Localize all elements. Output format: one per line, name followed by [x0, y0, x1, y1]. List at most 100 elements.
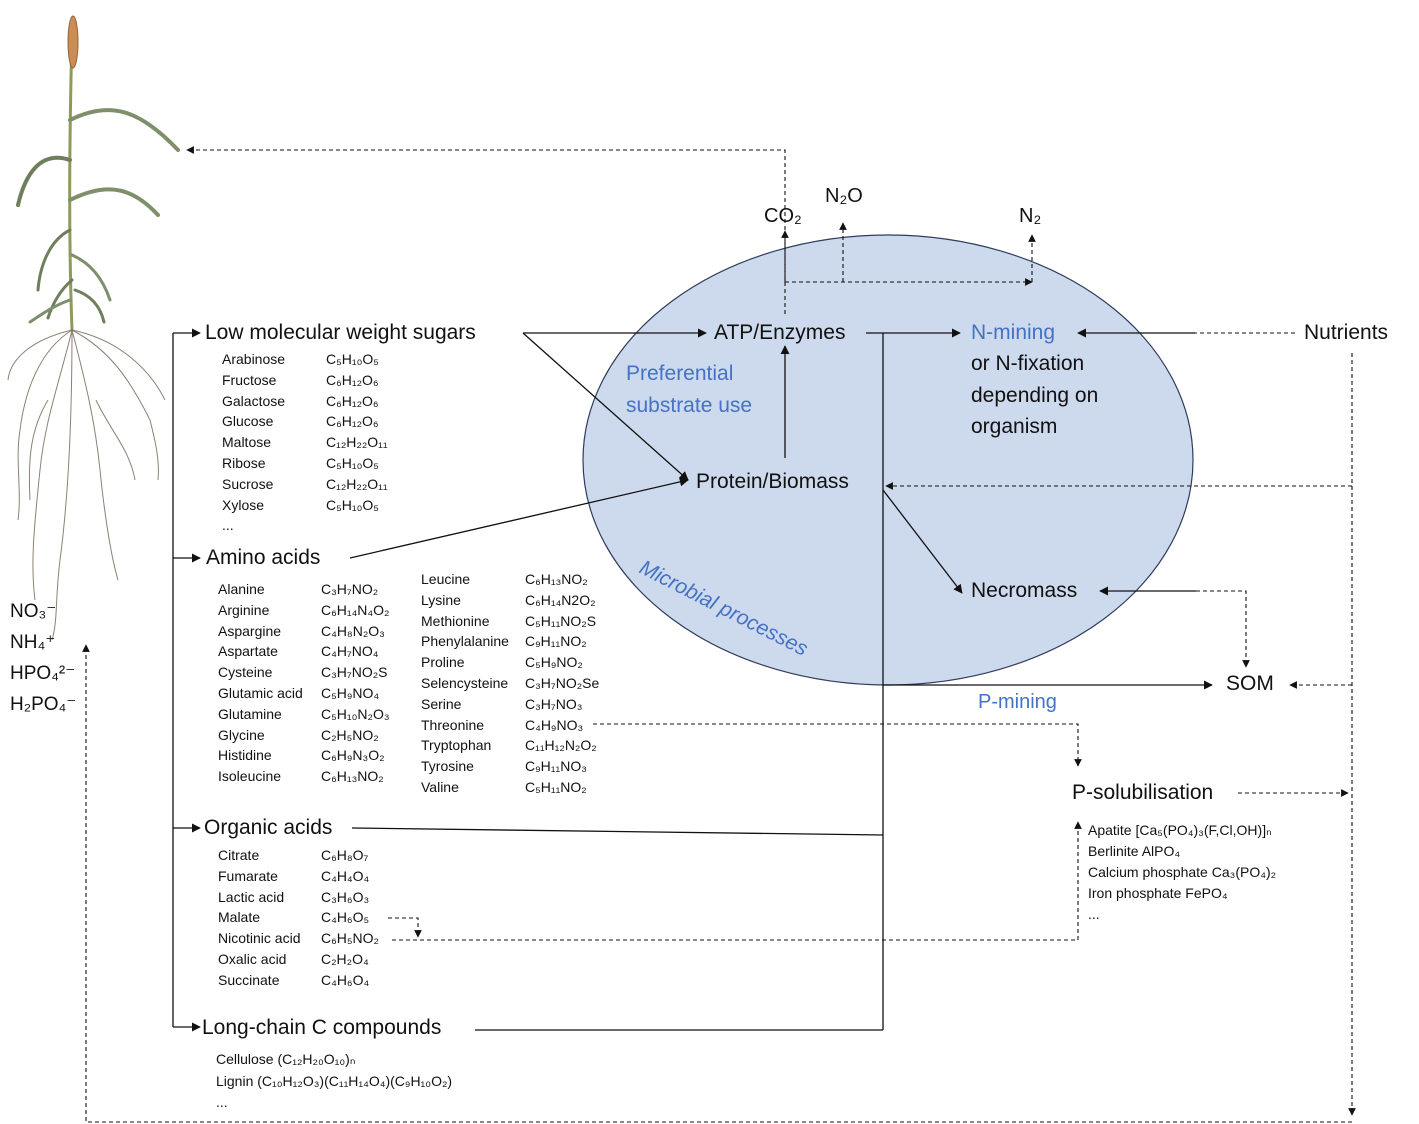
- phosphate-item: ...: [1088, 906, 1100, 922]
- atp-enzymes-node: ATP/Enzymes: [714, 321, 846, 344]
- som-node: SOM: [1226, 672, 1274, 695]
- organic-acid-item-formula: C₆H₈O₇: [321, 847, 369, 863]
- amino-acid-item-name: Alanine: [218, 581, 265, 597]
- sugar-item-name: Galactose: [222, 392, 286, 409]
- p-mining-label: P-mining: [978, 691, 1057, 713]
- organic-acid-item-name: Malate: [218, 909, 261, 926]
- solid-flow-arrows: [349, 328, 1213, 1031]
- long-chain-item: Lignin (C₁₀H₁₂O₃)(C₁₁H₁₄O₄)(C₉H₁₀O₂): [216, 1072, 453, 1089]
- long-chain-item: Cellulose (C₁₂H₂₀O₁₀)ₙ: [216, 1051, 356, 1067]
- sugar-item-formula: C₅H₁₀O₅: [326, 496, 379, 513]
- ion-nh4: NH₄⁺: [10, 632, 56, 653]
- n2o-label: N₂O: [825, 185, 863, 207]
- ion-h2po4: H₂PO₄⁻: [10, 694, 77, 715]
- phosphate-item: Berlinite AlPO₄: [1088, 843, 1181, 859]
- amino-acid-item-formula: C₅H₉NO₂: [525, 654, 583, 671]
- dashed-flow-arrows: [82, 146, 1356, 1123]
- lmw-sugars-label: Low molecular weight sugars: [205, 321, 476, 344]
- ion-no3: NO₃⁻: [10, 601, 57, 622]
- phosphate-item: Calcium phosphate Ca₃(PO₄)₂: [1088, 864, 1277, 880]
- amino-acid-item-name: Cysteine: [218, 664, 273, 681]
- amino-acid-item-name: Glutamic acid: [218, 685, 303, 701]
- amino-acid-item-formula: C₃H₇NO₃: [525, 695, 583, 712]
- amino-acid-item-formula: C₄H₇NO₄: [321, 643, 379, 660]
- sugar-item-formula: C₆H₁₂O₆: [326, 371, 379, 388]
- protein-biomass-node: Protein/Biomass: [696, 470, 849, 493]
- amino-acid-item-name: Valine: [421, 779, 459, 795]
- amino-acid-item-formula: C₁₁H₁₂N₂O₂: [525, 737, 597, 754]
- organic-acid-item-name: Nicotinic acid: [218, 930, 301, 947]
- amino-acid-item-formula: C₅H₁₀N₂O₃: [321, 705, 390, 722]
- phosphate-item: Iron phosphate FePO₄: [1088, 885, 1228, 901]
- organic-acid-item-formula: C₃H₆O₃: [321, 888, 370, 905]
- p-solubilisation-label: P-solubilisation: [1072, 781, 1214, 804]
- amino-acid-item-name: Leucine: [421, 571, 471, 587]
- amino-acid-item-formula: C₆H₁₄N₄O₂: [321, 601, 390, 618]
- amino-acid-item-name: Phenylalanine: [421, 633, 509, 650]
- amino-acid-item-formula: C₉H₁₁NO₃: [525, 758, 587, 775]
- amino-acid-item-name: Threonine: [421, 716, 485, 733]
- sugar-item-formula: C₁₂H₂₂O₁₁: [326, 475, 388, 492]
- organic-acid-item-formula: C₄H₆O₅: [321, 909, 370, 926]
- amino-acid-item-name: Arginine: [218, 601, 270, 618]
- amino-acid-item-name: Selencysteine: [421, 675, 509, 691]
- organic-acid-item-name: Oxalic acid: [218, 951, 287, 967]
- sugar-item-formula: C₅H₁₀O₅: [326, 351, 379, 367]
- amino-acid-item-formula: C₆H₁₃NO₂: [525, 571, 588, 587]
- n-mining-label: N-mining: [971, 321, 1056, 344]
- long-chain-label: Long-chain C compounds: [202, 1016, 442, 1039]
- amino-acid-item-name: Aspargine: [218, 622, 282, 639]
- sugar-item-name: Arabinose: [222, 351, 286, 367]
- organic-acid-item-formula: C₄H₄O₄: [321, 867, 370, 884]
- sugar-item-name: ...: [222, 517, 234, 534]
- nutrients-node: Nutrients: [1304, 321, 1389, 344]
- amino-acid-item-formula: C₆H₉N₃O₂: [321, 747, 385, 764]
- organic-acids-label: Organic acids: [204, 816, 333, 839]
- substrate-connectors: [172, 328, 201, 1032]
- sugar-item-formula: C₅H₁₀O₅: [326, 455, 379, 471]
- sugar-item-name: Xylose: [222, 496, 265, 513]
- amino-acid-item-formula: C₅H₁₁NO₂S: [525, 612, 597, 629]
- sugar-item-name: Ribose: [222, 455, 266, 471]
- amino-acid-item-formula: C₅H₉NO₄: [321, 685, 380, 701]
- amino-acid-item-name: Tryptophan: [421, 737, 492, 754]
- organic-acid-item-formula: C₄H₆O₄: [321, 971, 370, 988]
- amino-acid-item-name: Methionine: [421, 612, 490, 629]
- organic-acid-item-name: Lactic acid: [218, 888, 285, 905]
- amino-acid-item-formula: C₄H₉NO₃: [525, 716, 584, 733]
- amino-acids-label: Amino acids: [206, 546, 321, 569]
- sugar-item-name: Glucose: [222, 413, 274, 430]
- sugar-item-formula: C₆H₁₂O₆: [326, 413, 379, 430]
- sugar-item-formula: C₆H₁₂O₆: [326, 392, 379, 409]
- wheat-plant-icon: [16, 15, 180, 332]
- amino-acid-item-name: Lysine: [421, 591, 461, 608]
- phosphate-item: Apatite [Ca₅(PO₄)₃(F,Cl,OH)]ₙ: [1088, 822, 1272, 838]
- amino-acid-item-name: Glutamine: [218, 705, 282, 722]
- amino-acid-item-name: Isoleucine: [218, 768, 282, 785]
- n-fixation-line-1: or N-fixation: [971, 352, 1085, 375]
- organic-acid-item-formula: C₂H₂O₄: [321, 951, 369, 967]
- preferential-line-1: Preferential: [626, 362, 734, 385]
- ion-hpo4: HPO₄²⁻: [10, 663, 76, 684]
- organic-acid-item-name: Succinate: [218, 971, 280, 988]
- amino-acid-item-formula: C₆H₁₃NO₂: [321, 768, 384, 785]
- amino-acid-item-formula: C₅H₁₁NO₂: [525, 779, 587, 795]
- microbial-processes-ellipse: [582, 234, 1194, 686]
- amino-acid-item-name: Serine: [421, 695, 462, 712]
- amino-acid-item-formula: C₂H₅NO₂: [321, 726, 379, 743]
- amino-acid-item-name: Aspartate: [218, 643, 278, 660]
- sugar-item-name: Maltose: [222, 434, 272, 451]
- organic-acid-item-name: Fumarate: [218, 867, 278, 884]
- preferential-line-2: substrate use: [626, 394, 753, 417]
- sugar-item-formula: C₁₂H₂₂O₁₁: [326, 434, 388, 451]
- organic-acid-item-name: Citrate: [218, 847, 260, 863]
- n-fixation-line-2: depending on: [971, 384, 1099, 407]
- amino-acid-item-formula: C₄H₈N₂O₃: [321, 622, 385, 639]
- necromass-node: Necromass: [971, 579, 1078, 602]
- sugar-item-name: Sucrose: [222, 475, 274, 492]
- amino-acid-item-formula: C₃H₇NO₂S: [321, 664, 388, 681]
- n2-label: N₂: [1019, 205, 1042, 227]
- sugar-item-name: Fructose: [222, 371, 277, 388]
- amino-acid-item-name: Glycine: [218, 726, 265, 743]
